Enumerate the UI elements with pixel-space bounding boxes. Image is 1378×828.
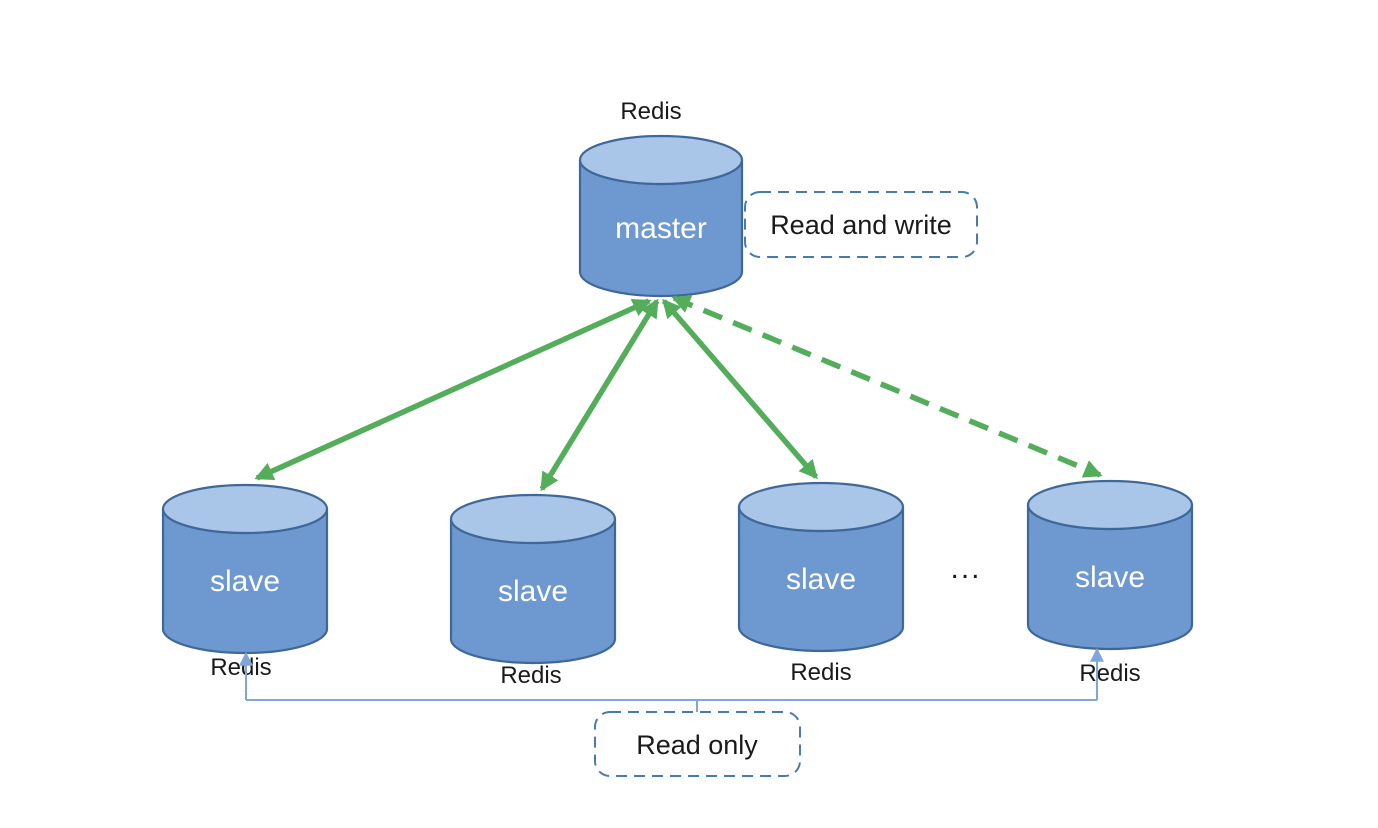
replication-arrow-slave-4-dashed: [671, 295, 1103, 478]
slave-label: slave: [1075, 561, 1145, 594]
replication-arrow-slave-2: [539, 298, 660, 492]
cylinder-top: [161, 483, 329, 535]
master-caption: Redis: [620, 98, 681, 125]
read-write-annotation: Read and write: [744, 191, 978, 258]
more-slaves-ellipsis: ...: [950, 552, 981, 585]
read-only-annotation: Read only: [594, 711, 801, 777]
master-label: master: [615, 212, 707, 245]
slave-caption: Redis: [790, 659, 851, 686]
slave-caption: Redis: [1079, 660, 1140, 687]
slave-label: slave: [498, 575, 568, 608]
cylinder-top: [1026, 479, 1194, 531]
slave-label: slave: [210, 565, 280, 598]
slave-node-1: slave Redis: [161, 483, 329, 681]
cylinder-top: [737, 481, 905, 533]
replication-arrows: [254, 295, 1103, 492]
slave-caption: Redis: [210, 654, 271, 681]
slave-label: slave: [786, 563, 856, 596]
read-write-box: [744, 191, 978, 258]
slave-node-4: slave Redis: [1026, 479, 1194, 687]
cylinder-top: [449, 493, 617, 545]
read-only-label: Read only: [636, 730, 758, 760]
slave-caption: Redis: [500, 662, 561, 689]
read-write-label: Read and write: [770, 210, 952, 240]
master-node: Redis master: [578, 98, 744, 298]
slave-node-2: slave Redis: [449, 493, 617, 689]
read-only-connector: [239, 647, 1104, 712]
cylinder-top: [578, 134, 744, 186]
read-only-box: [594, 711, 801, 777]
slave-node-3: slave Redis: [737, 481, 905, 686]
replication-arrow-slave-1: [254, 298, 652, 481]
